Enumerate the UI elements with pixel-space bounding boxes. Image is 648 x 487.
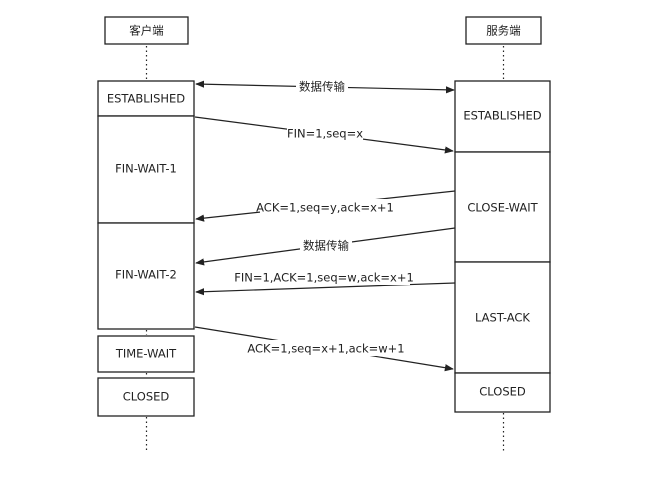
msg-data-transfer: 数据传输	[296, 78, 348, 94]
msg-data-transfer-label: 数据传输	[299, 80, 345, 94]
server-header: 服务端	[465, 16, 542, 45]
client-state-established: ESTABLISHED	[97, 80, 195, 117]
client-state-fin-wait-1-label: FIN-WAIT-1	[115, 162, 177, 176]
msg-fin-ack-arrow	[195, 282, 456, 296]
client-state-time-wait-label: TIME-WAIT	[115, 347, 177, 361]
msg-data-transfer-2-label: 数据传输	[303, 239, 349, 253]
msg-ack-label: ACK=1,seq=y,ack=x+1	[256, 201, 394, 215]
server-state-closed-label: CLOSED	[479, 385, 526, 399]
server-state-closed: CLOSED	[454, 372, 551, 413]
client-state-established-label: ESTABLISHED	[107, 92, 185, 106]
client-state-fin-wait-1: FIN-WAIT-1	[97, 115, 195, 224]
msg-fin: FIN=1,seq=x	[287, 125, 363, 141]
server-state-established: ESTABLISHED	[454, 80, 551, 153]
server-state-close-wait: CLOSE-WAIT	[454, 151, 551, 263]
msg-fin-ack-label: FIN=1,ACK=1,seq=w,ack=x+1	[234, 271, 414, 285]
msg-final-ack-label: ACK=1,seq=x+1,ack=w+1	[247, 342, 404, 356]
msg-data-transfer-2: 数据传输	[300, 237, 352, 253]
client-state-closed-label: CLOSED	[123, 390, 170, 404]
server-state-last-ack-label: LAST-ACK	[475, 311, 530, 325]
client-state-fin-wait-2: FIN-WAIT-2	[97, 222, 195, 330]
client-state-fin-wait-2-label: FIN-WAIT-2	[115, 268, 177, 282]
client-title: 客户端	[129, 24, 164, 38]
server-state-close-wait-label: CLOSE-WAIT	[467, 201, 538, 215]
server-title: 服务端	[486, 24, 521, 38]
msg-final-ack: ACK=1,seq=x+1,ack=w+1	[247, 340, 405, 356]
client-header: 客户端	[104, 16, 189, 45]
server-state-last-ack: LAST-ACK	[454, 261, 551, 374]
client-state-time-wait: TIME-WAIT	[97, 335, 195, 373]
msg-ack: ACK=1,seq=y,ack=x+1	[256, 199, 394, 215]
msg-fin-label: FIN=1,seq=x	[287, 127, 363, 141]
msg-fin-ack: FIN=1,ACK=1,seq=w,ack=x+1	[234, 269, 414, 285]
server-state-established-label: ESTABLISHED	[463, 109, 541, 123]
client-state-closed: CLOSED	[97, 377, 195, 417]
